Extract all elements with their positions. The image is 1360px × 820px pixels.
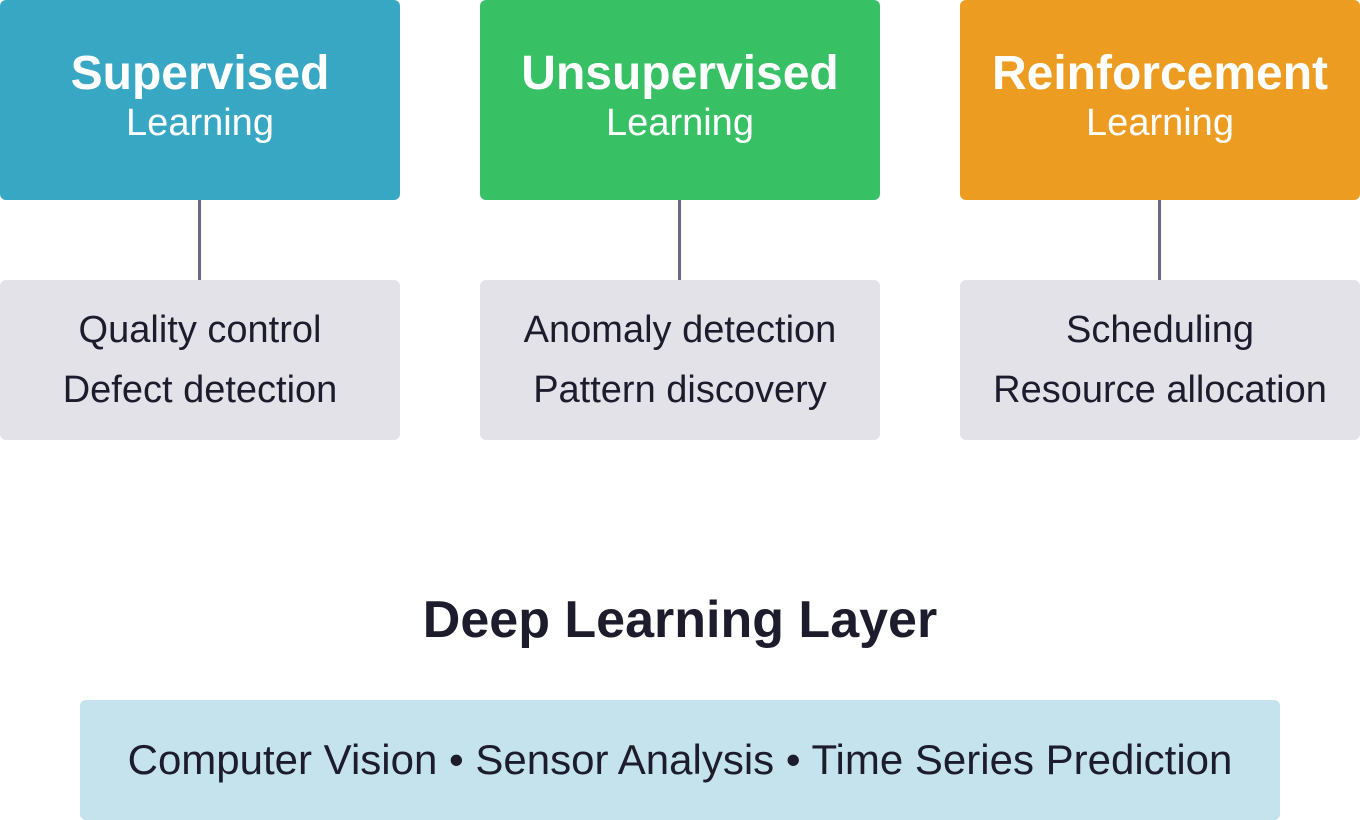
unsupervised-application-1: Anomaly detection <box>523 309 837 351</box>
unsupervised-title: Unsupervised <box>521 47 839 100</box>
deep-learning-layer-box: Computer Vision • Sensor Analysis • Time… <box>80 700 1280 820</box>
unsupervised-application-2: Pattern discovery <box>533 369 827 411</box>
supervised-applications-box: Quality control Defect detection <box>0 280 400 440</box>
supervised-learning-box: Supervised Learning <box>0 0 400 200</box>
supervised-subtitle: Learning <box>126 102 274 144</box>
supervised-application-1: Quality control <box>78 309 322 351</box>
unsupervised-connector <box>678 200 681 280</box>
reinforcement-application-1: Scheduling <box>1065 309 1255 351</box>
unsupervised-learning-box: Unsupervised Learning <box>480 0 880 200</box>
reinforcement-applications-box: Scheduling Resource allocation <box>960 280 1360 440</box>
reinforcement-subtitle: Learning <box>1086 102 1234 144</box>
reinforcement-learning-box: Reinforcement Learning <box>960 0 1360 200</box>
unsupervised-applications-box: Anomaly detection Pattern discovery <box>480 280 880 440</box>
supervised-title: Supervised <box>70 47 330 100</box>
unsupervised-subtitle: Learning <box>606 102 754 144</box>
reinforcement-connector <box>1158 200 1161 280</box>
deep-learning-layer-items: Computer Vision • Sensor Analysis • Time… <box>127 736 1233 783</box>
deep-learning-layer-title: Deep Learning Layer <box>422 591 938 649</box>
supervised-application-2: Defect detection <box>62 369 338 411</box>
reinforcement-application-2: Resource allocation <box>993 369 1327 411</box>
supervised-connector <box>198 200 201 280</box>
reinforcement-title: Reinforcement <box>991 47 1329 100</box>
